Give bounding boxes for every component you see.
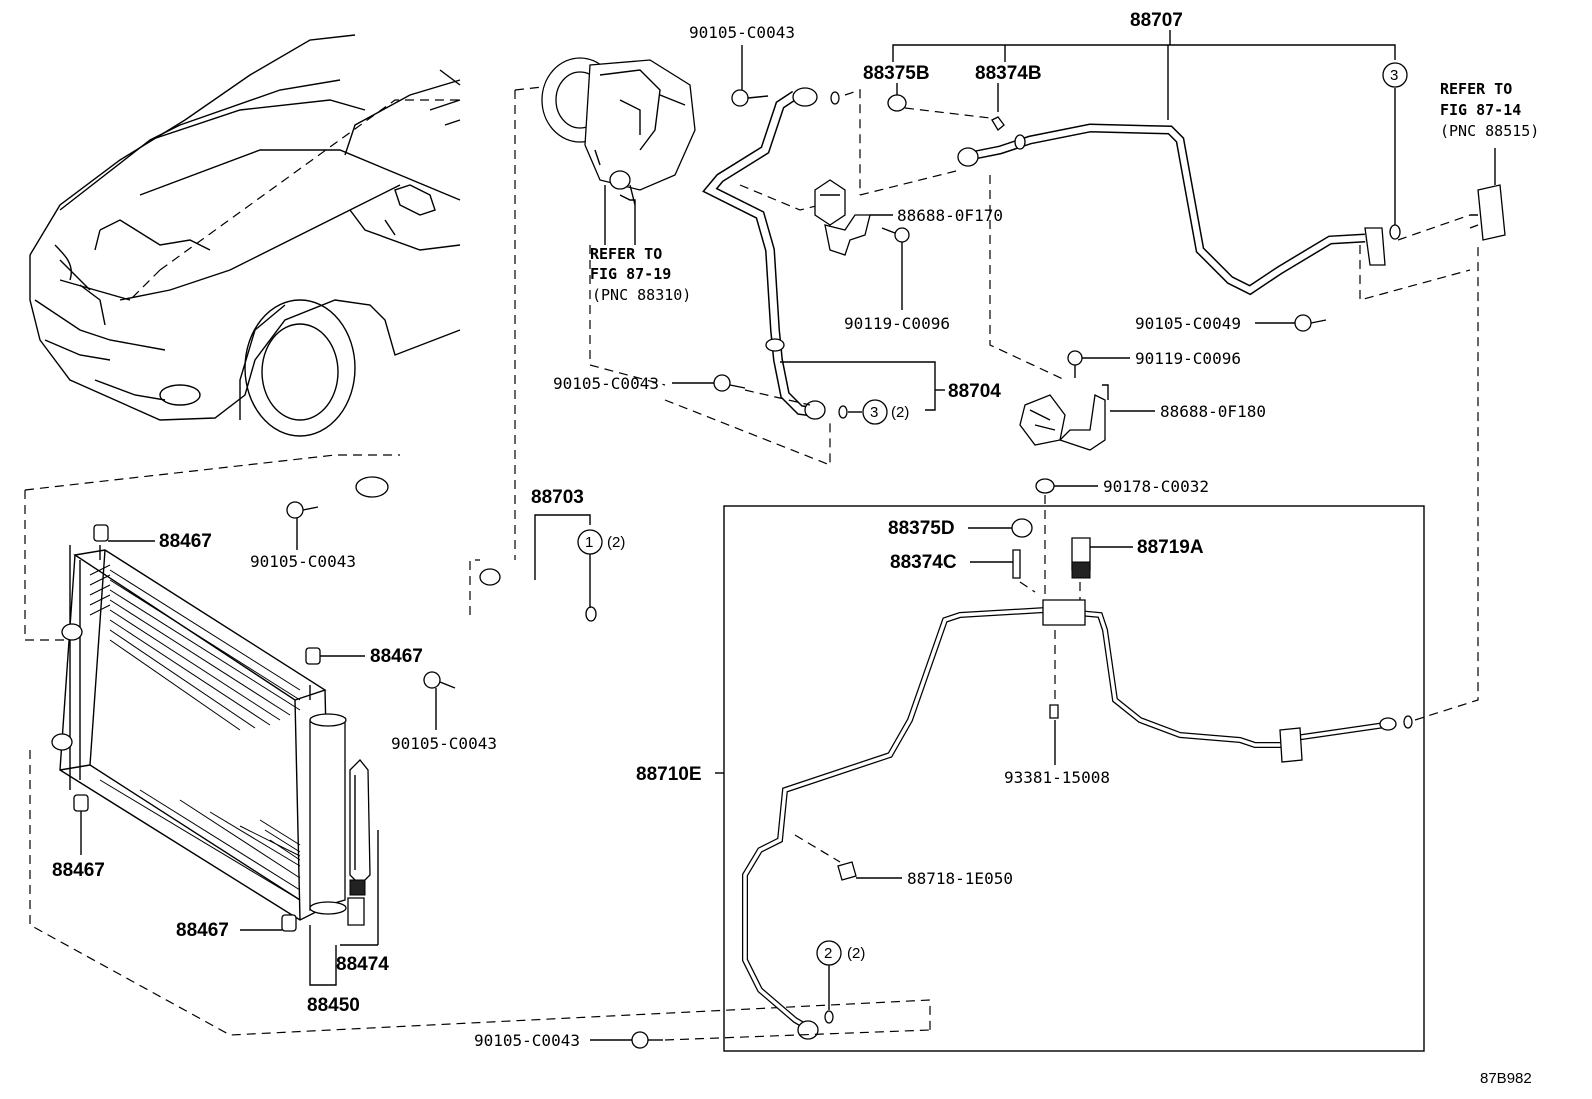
- callout-3b-number: 3: [1390, 67, 1398, 84]
- label-88704: 88704: [948, 381, 1001, 402]
- bolt-90119-c0096-a: [881, 227, 910, 243]
- nut-90178-c0032: [1035, 478, 1055, 494]
- callout-2-qty: (2): [847, 945, 865, 962]
- label-90105-c0043-mid: 90105-C0043: [553, 374, 659, 393]
- label-88718-1e050: 88718-1E050: [907, 869, 1013, 888]
- label-90105-c0049: 90105-C0049: [1135, 314, 1241, 333]
- bolt-90105-c0043-bot: [631, 1031, 663, 1049]
- hose-88704: [702, 87, 848, 420]
- refer-valve-line1: REFER TO: [1440, 80, 1512, 98]
- callout-1-number: 1: [585, 534, 593, 551]
- callout-1: [577, 529, 603, 555]
- callout-3b: [1382, 62, 1408, 88]
- label-88474: 88474: [336, 954, 389, 975]
- label-90105-c0043-top: 90105-C0043: [689, 23, 795, 42]
- label-88688-0f170: 88688-0F170: [897, 206, 1003, 225]
- label-88375d: 88375D: [888, 518, 955, 539]
- refer-valve-line3: (PNC 88515): [1440, 122, 1539, 140]
- bolt-90119-c0096-b: [1067, 350, 1083, 378]
- bolt-90105-c0043-mid: [713, 374, 746, 392]
- bolt-90105-c0043-top: [731, 89, 769, 107]
- condenser-assembly: [51, 524, 371, 932]
- label-88467-c: 88467: [52, 860, 105, 881]
- expansion-valve: [1469, 184, 1506, 241]
- callout-1-qty: (2): [607, 534, 625, 551]
- label-90119-c0096-a: 90119-C0096: [844, 314, 950, 333]
- label-90119-c0096-b: 90119-C0096: [1135, 349, 1241, 368]
- callout-2-number: 2: [824, 945, 832, 962]
- bolt-90105-c0043-l2: [423, 671, 456, 689]
- refer-compressor-line2: FIG 87-19: [590, 265, 671, 283]
- label-88374c: 88374C: [890, 552, 957, 573]
- label-88703: 88703: [531, 487, 584, 508]
- callout-3a: [862, 399, 888, 425]
- pipe-88707: [957, 123, 1386, 296]
- refer-compressor-line3: (PNC 88310): [592, 286, 691, 304]
- bolt-90105-c0043-l1: [286, 501, 319, 519]
- label-90178-c0032: 90178-C0032: [1103, 477, 1209, 496]
- car-front-illustration: [29, 34, 461, 437]
- label-90105-c0043-l1: 90105-C0043: [250, 552, 356, 571]
- box-88710e: [723, 505, 1425, 1052]
- callout-2: [816, 940, 842, 966]
- diagram-code: 87B982: [1480, 1070, 1532, 1087]
- callout-3a-qty: (2): [891, 404, 909, 421]
- compressor-illustration: [541, 57, 696, 206]
- callout-3a-number: 3: [870, 404, 878, 421]
- label-88467-a: 88467: [159, 531, 212, 552]
- bolt-90105-c0049: [1294, 314, 1327, 332]
- label-88719a: 88719A: [1137, 537, 1204, 558]
- refer-compressor-line1: REFER TO: [590, 245, 662, 263]
- label-88375b: 88375B: [863, 63, 930, 84]
- label-88707: 88707: [1130, 10, 1183, 31]
- label-88688-0f180: 88688-0F180: [1160, 402, 1266, 421]
- bracket-88688-0f180: [1019, 384, 1109, 451]
- pipe-88710e: [742, 599, 1413, 1040]
- label-88374b: 88374B: [975, 63, 1042, 84]
- refer-valve-line2: FIG 87-14: [1440, 101, 1521, 119]
- label-88710e: 88710E: [636, 764, 702, 785]
- bracket-88688-0f170: [814, 179, 871, 256]
- label-90105-c0043-bot: 90105-C0043: [474, 1031, 580, 1050]
- label-88450: 88450: [307, 995, 360, 1016]
- label-93381-15008: 93381-15008: [1004, 768, 1110, 787]
- label-90105-c0043-l2: 90105-C0043: [391, 734, 497, 753]
- hose-88703: [355, 464, 597, 694]
- label-88467-b: 88467: [370, 646, 423, 667]
- label-88467-d: 88467: [176, 920, 229, 941]
